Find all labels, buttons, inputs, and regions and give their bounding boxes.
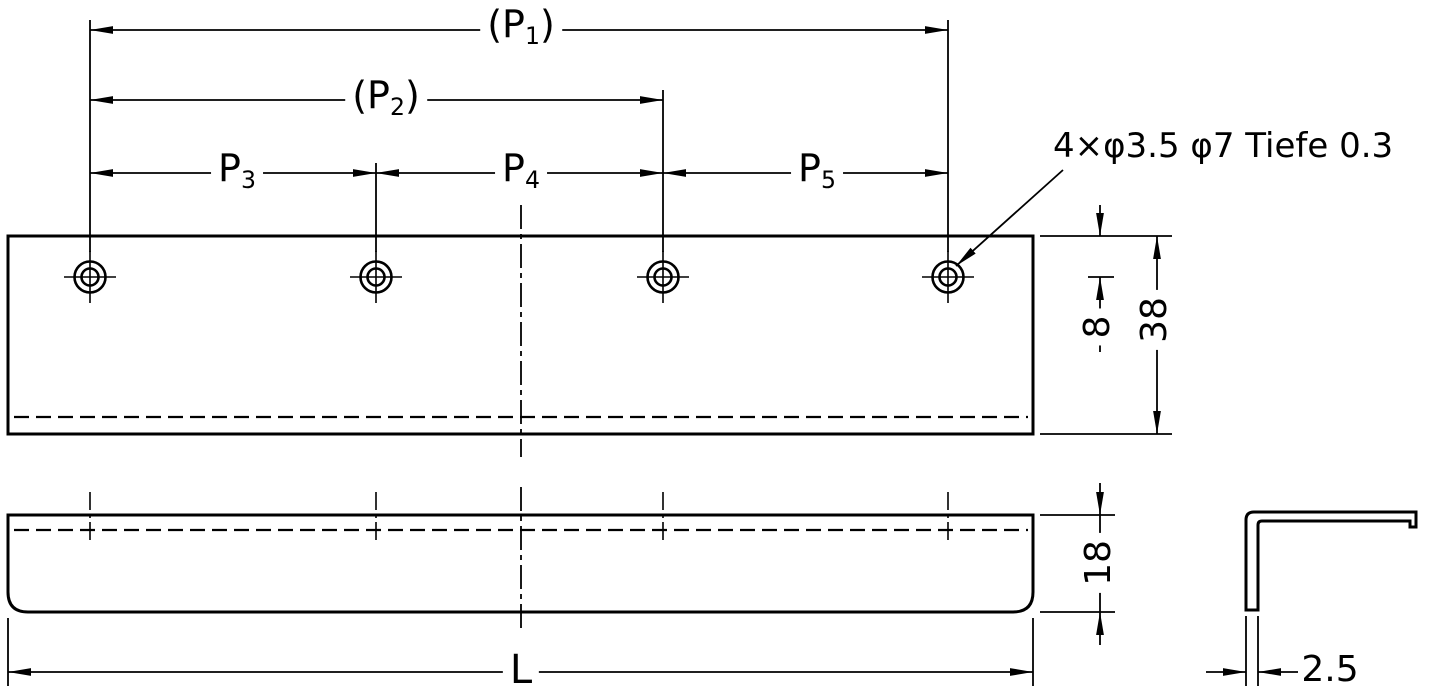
- leader-line: [955, 169, 1064, 267]
- dim-p2-label: (P2): [345, 76, 427, 120]
- hole-note-leader: [955, 169, 1064, 267]
- dim-L-label: L: [502, 650, 540, 690]
- side-view: [1244, 510, 1418, 612]
- hole-3: [637, 251, 689, 303]
- front-view-outline: [6, 513, 1035, 614]
- hole-note-label: 4×φ3.5 φ7 Tiefe 0.3: [1053, 126, 1394, 166]
- side-view-dims: [1206, 616, 1298, 686]
- pitch-dimensions: [89, 20, 949, 252]
- hole-2: [350, 251, 402, 303]
- hole-1: [64, 251, 116, 303]
- dim-p5-label: P5: [791, 149, 843, 193]
- top-view: [6, 205, 1035, 457]
- dim-p4-label: P4: [495, 149, 547, 193]
- dim-38-label: 38: [1134, 290, 1175, 350]
- dim-25-label: 2.5: [1301, 649, 1359, 690]
- side-view-outline: [1244, 510, 1418, 612]
- front-view-dims: [7, 483, 1115, 686]
- front-view: [6, 487, 1035, 633]
- dim-p1-label: (P1): [480, 5, 562, 49]
- hole-4: [922, 251, 974, 303]
- dim-p3-label: P3: [211, 149, 263, 193]
- dim-18-label: 18: [1078, 533, 1119, 593]
- dim-8-label: 8: [1077, 308, 1118, 346]
